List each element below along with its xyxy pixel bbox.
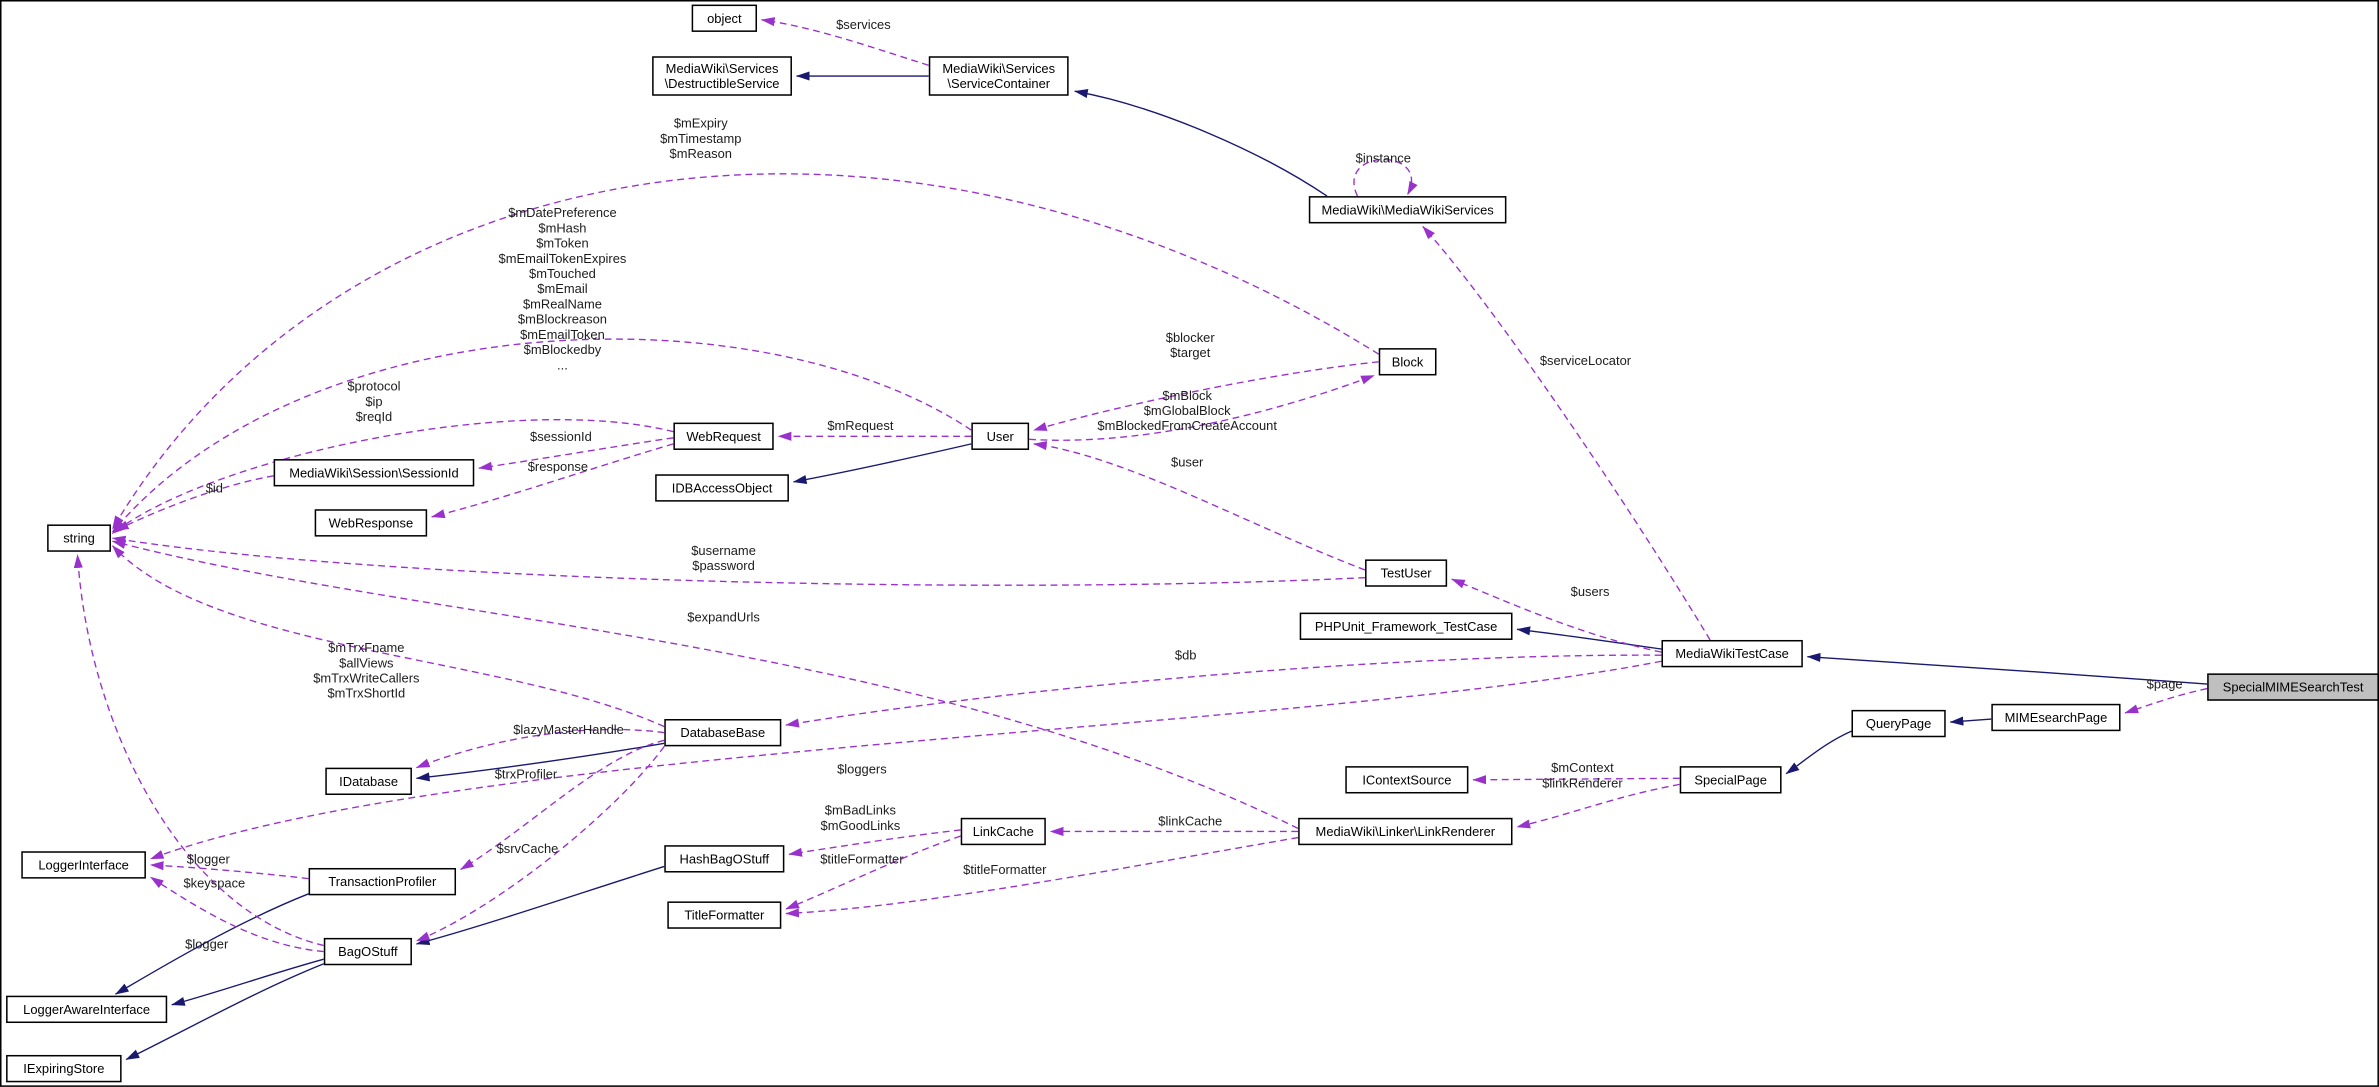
edge-inherit-mediawikitestcase-phpunit: [1516, 626, 1662, 650]
node-user[interactable]: User: [971, 422, 1030, 450]
edge-inherit-specialmimesearchtest-mediawikitestcase: [1806, 652, 2208, 685]
edge-usage-linkrenderer-titleformatter: [785, 836, 1299, 918]
edge-usage-webrequest-sessionid: [478, 437, 674, 471]
edge-usage-user-block: [1029, 374, 1375, 441]
edge-usage-testuser-user: [1033, 441, 1366, 571]
node-idatabase[interactable]: IDatabase: [325, 767, 412, 796]
edge-usage-databasebase-string: [111, 545, 665, 728]
node-phpunit-framework-testcase[interactable]: PHPUnit_Framework_TestCase: [1299, 612, 1513, 640]
edge-usage-webrequest-webresponse: [431, 443, 674, 519]
edge-usage-specialpage-icontextsource: [1472, 775, 1680, 785]
edge-usage-transactionprofiler-loggerinterface: [149, 861, 309, 880]
node-title-formatter[interactable]: TitleFormatter: [667, 901, 782, 929]
node-database-base[interactable]: DatabaseBase: [664, 719, 782, 747]
edge-usage-sessionid-string: [114, 475, 274, 532]
node-special-mime-search-test[interactable]: SpecialMIMESearchTest: [2207, 673, 2379, 701]
edge-usage-linkcache-titleformatter: [785, 835, 961, 910]
edge-usage-bagostuff-string-keyspace: [73, 554, 324, 947]
edge-usage-mediawikitestcase-mediawikiservices: [1422, 226, 1711, 641]
node-service-container[interactable]: MediaWiki\Services \ServiceContainer: [928, 56, 1069, 96]
node-special-page[interactable]: SpecialPage: [1679, 766, 1782, 794]
edge-usage-mediawikitestcase-testuser: [1451, 578, 1662, 653]
node-icontext-source[interactable]: IContextSource: [1345, 766, 1469, 794]
node-test-user[interactable]: TestUser: [1365, 559, 1448, 587]
node-bag-o-stuff[interactable]: BagOStuff: [323, 937, 412, 966]
edge-usage-linkcache-hashbagostuff: [788, 829, 961, 857]
node-logger-aware-interface[interactable]: LoggerAwareInterface: [6, 995, 168, 1024]
edge-usage-specialpage-linkrenderer: [1516, 783, 1680, 829]
node-mediawiki-test-case[interactable]: MediaWikiTestCase: [1661, 639, 1803, 668]
edge-usage-testuser-string: [111, 535, 1366, 586]
edge-usage-user-string: [111, 338, 972, 533]
node-link-cache[interactable]: LinkCache: [960, 817, 1046, 846]
edge-inherit-user-idbaccessobject: [792, 443, 972, 484]
edge-usage-webrequest-string: [112, 418, 674, 535]
node-link-renderer[interactable]: MediaWiki\Linker\LinkRenderer: [1298, 817, 1513, 846]
edge-inherit-transactionprofiler-loggerawareinterface: [115, 893, 309, 995]
node-web-request[interactable]: WebRequest: [673, 422, 774, 450]
node-mime-search-page[interactable]: MIMEsearchPage: [1991, 703, 2121, 732]
node-destructible-service[interactable]: MediaWiki\Services \DestructibleService: [652, 56, 792, 96]
edge-usage-databasebase-transactionprofiler: [460, 739, 665, 871]
node-i-expiring-store[interactable]: IExpiringStore: [6, 1054, 122, 1083]
edge-inherit-querypage-specialpage: [1785, 730, 1852, 775]
edge-inherit-bagostuff-iexpiringstore: [125, 963, 325, 1061]
edge-usage-servicecontainer-object: [760, 17, 929, 67]
edge-usage-mediawikitestcase-loggerinterface: [149, 660, 1662, 860]
edge-inherit-hashbagostuff-bagostuff: [415, 865, 665, 945]
node-string[interactable]: string: [47, 524, 111, 552]
node-session-id[interactable]: MediaWiki\Session\SessionId: [273, 459, 475, 487]
node-block[interactable]: Block: [1378, 348, 1437, 376]
edge-inherit-databasebase-idatabase: [415, 742, 665, 782]
node-object[interactable]: object: [691, 4, 758, 32]
edge-inherit-mediawikiservices-servicecontainer: [1074, 89, 1328, 197]
edge-usage-databasebase-idatabase-lazymaster: [415, 728, 665, 769]
edge-inherit-bagostuff-loggerawareinterface: [171, 958, 324, 1006]
edge-usage-mediawikiservices-self: [1353, 158, 1418, 197]
edge-usage-databasebase-bagostuff: [415, 745, 665, 942]
edge-usage-mediawikitestcase-databasebase: [785, 654, 1662, 728]
node-transaction-profiler[interactable]: TransactionProfiler: [308, 867, 457, 896]
node-idb-access-object[interactable]: IDBAccessObject: [655, 474, 789, 502]
edge-inherit-mimesearchpage-querypage: [1949, 716, 1992, 726]
edge-usage-bagostuff-loggerinterface: [149, 876, 324, 953]
node-mediawiki-services[interactable]: MediaWiki\MediaWikiServices: [1308, 196, 1507, 224]
node-query-page[interactable]: QueryPage: [1851, 709, 1946, 738]
node-logger-interface[interactable]: LoggerInterface: [21, 851, 146, 879]
edge-usage-specialmimesearchtest-mimesearchpage: [2124, 687, 2208, 714]
node-web-response[interactable]: WebResponse: [314, 509, 428, 537]
node-hash-bag-o-stuff[interactable]: HashBagOStuff: [664, 845, 785, 873]
edge-usage-block-user: [1033, 361, 1379, 431]
edge-usage-block-string: [111, 173, 1380, 530]
